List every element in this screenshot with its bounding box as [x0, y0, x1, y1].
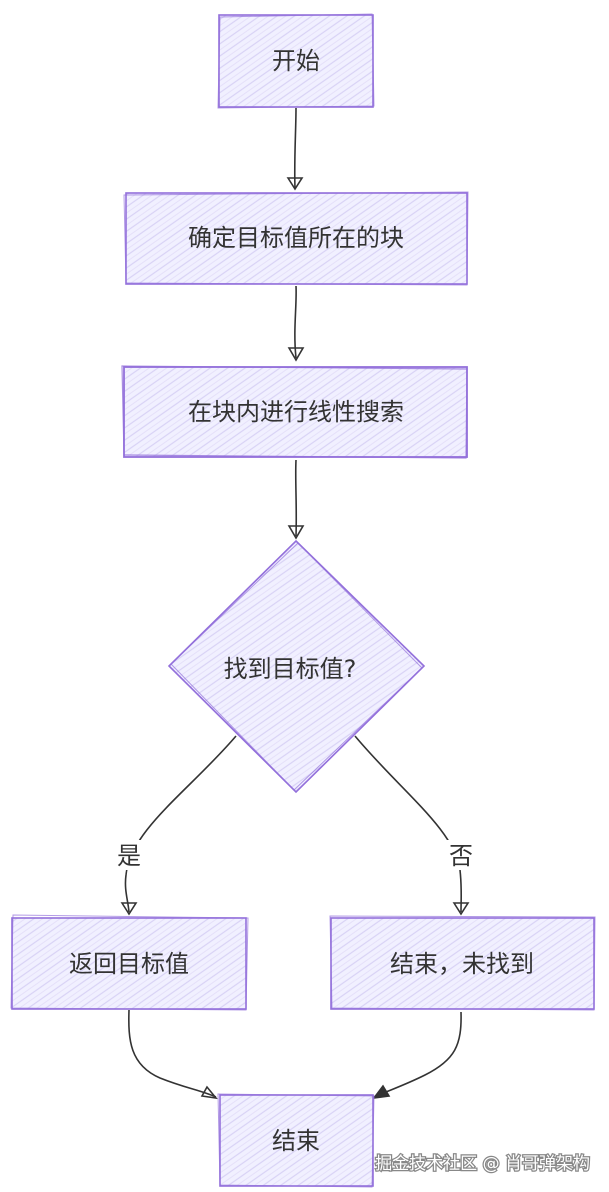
node-found-decision: 找到目标值?	[167, 539, 426, 794]
edge-label-no-bg	[446, 840, 476, 870]
node-linear-search: 在块内进行线性搜索	[121, 365, 468, 459]
edge-search-to-decision	[294, 459, 298, 537]
node-start-label: 开始	[272, 47, 320, 75]
watermark: 掘金技术社区 @ 肖哥弹架构	[374, 1153, 591, 1176]
node-end-label: 结束	[272, 1127, 320, 1155]
edge-decision-to-return-head	[120, 902, 138, 916]
edge-start-to-locate	[293, 107, 297, 189]
edge-label-yes: 是	[117, 842, 141, 870]
node-end-not-found-label: 结束，未找到	[390, 950, 534, 978]
node-end-not-found-box	[330, 917, 595, 1010]
node-found-decision-label: 找到目标值?	[224, 655, 357, 683]
edge-notfound-to-end	[373, 1011, 462, 1098]
edge-start-to-locate-head	[286, 177, 304, 191]
edge-notfound-to-end-head	[372, 1084, 391, 1100]
edge-decision-to-notfound	[354, 735, 463, 913]
watermark-text: 掘金技术社区 @ 肖哥弹架构	[375, 1154, 590, 1174]
node-locate-block-label: 确定目标值所在的块	[188, 224, 404, 252]
edge-label-no: 否	[449, 842, 473, 870]
edge-decision-to-return	[124, 735, 237, 913]
edge-search-to-decision-head	[287, 525, 305, 540]
node-end-not-found: 结束，未找到	[329, 915, 596, 1011]
node-return-value: 返回目标值	[10, 914, 249, 1011]
node-locate-block: 确定目标值所在的块	[123, 191, 469, 286]
edge-return-to-end	[128, 1009, 217, 1098]
node-end-box	[219, 1094, 374, 1187]
node-found-decision-shape	[167, 539, 426, 794]
edge-locate-to-search	[294, 285, 297, 359]
edge-labels: 是 否	[114, 840, 476, 870]
edge-return-to-end-head	[200, 1085, 218, 1100]
edge-label-yes-bg	[114, 840, 144, 870]
edge-locate-to-search-head	[287, 347, 305, 362]
node-end: 结束	[217, 1093, 375, 1188]
node-return-value-box	[11, 917, 247, 1010]
node-return-value-label: 返回目标值	[69, 950, 189, 978]
node-linear-search-label: 在块内进行线性搜索	[188, 398, 404, 426]
edge-decision-to-notfound-head	[452, 902, 470, 916]
node-start: 开始	[217, 13, 375, 109]
